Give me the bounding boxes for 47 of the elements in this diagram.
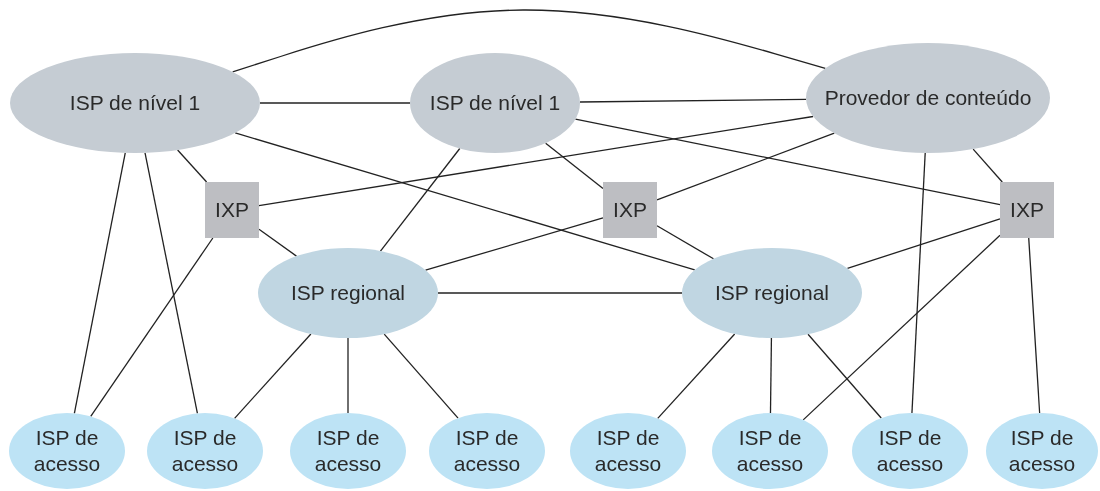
exchange-box <box>1000 182 1054 238</box>
connector-line <box>73 152 126 414</box>
exchange-box <box>603 182 657 238</box>
connector-line <box>656 225 715 260</box>
node-label: Provedor de conteúdo <box>824 84 1032 111</box>
node-label: ISP de acesso <box>1007 424 1077 477</box>
node-label: ISP de acesso <box>875 424 945 477</box>
connector-line <box>846 218 1001 270</box>
connector-line <box>545 142 604 190</box>
node-label: IXP <box>215 196 249 223</box>
exchange-box <box>205 182 259 238</box>
node-label: ISP de acesso <box>593 424 663 477</box>
connector-line <box>1028 237 1041 414</box>
connector-line <box>383 333 459 419</box>
node-label: IXP <box>1010 196 1044 223</box>
connector-line <box>657 333 736 419</box>
node-label: ISP de acesso <box>452 424 522 477</box>
connector-line <box>347 337 349 414</box>
connector-line <box>379 147 461 252</box>
node-label: ISP de nível 1 <box>429 89 561 116</box>
connector-line <box>424 217 604 271</box>
connector-line <box>234 132 696 271</box>
node-label: ISP regional <box>715 279 829 306</box>
connector-line <box>232 9 826 73</box>
connector-line <box>579 98 807 103</box>
connector-line <box>769 337 773 414</box>
connector-line <box>802 234 1001 421</box>
node-label: ISP de nível 1 <box>69 89 201 116</box>
connector-line <box>656 132 835 201</box>
node-label: ISP de acesso <box>32 424 102 477</box>
connector-line <box>144 152 199 414</box>
connector-line <box>807 333 882 419</box>
connector-line <box>258 228 298 257</box>
connector-line <box>574 118 1001 206</box>
connector-line <box>258 115 814 207</box>
connector-line <box>90 237 214 417</box>
connector-line <box>259 102 411 104</box>
connector-line <box>233 333 312 419</box>
connector-line <box>437 292 683 294</box>
connector-line <box>911 152 926 414</box>
node-label: ISP de acesso <box>170 424 240 477</box>
connector-line <box>972 148 1003 183</box>
connector-line <box>176 149 208 183</box>
node-label: ISP regional <box>291 279 405 306</box>
node-label: IXP <box>613 196 647 223</box>
node-label: ISP de acesso <box>313 424 383 477</box>
node-label: ISP de acesso <box>735 424 805 477</box>
